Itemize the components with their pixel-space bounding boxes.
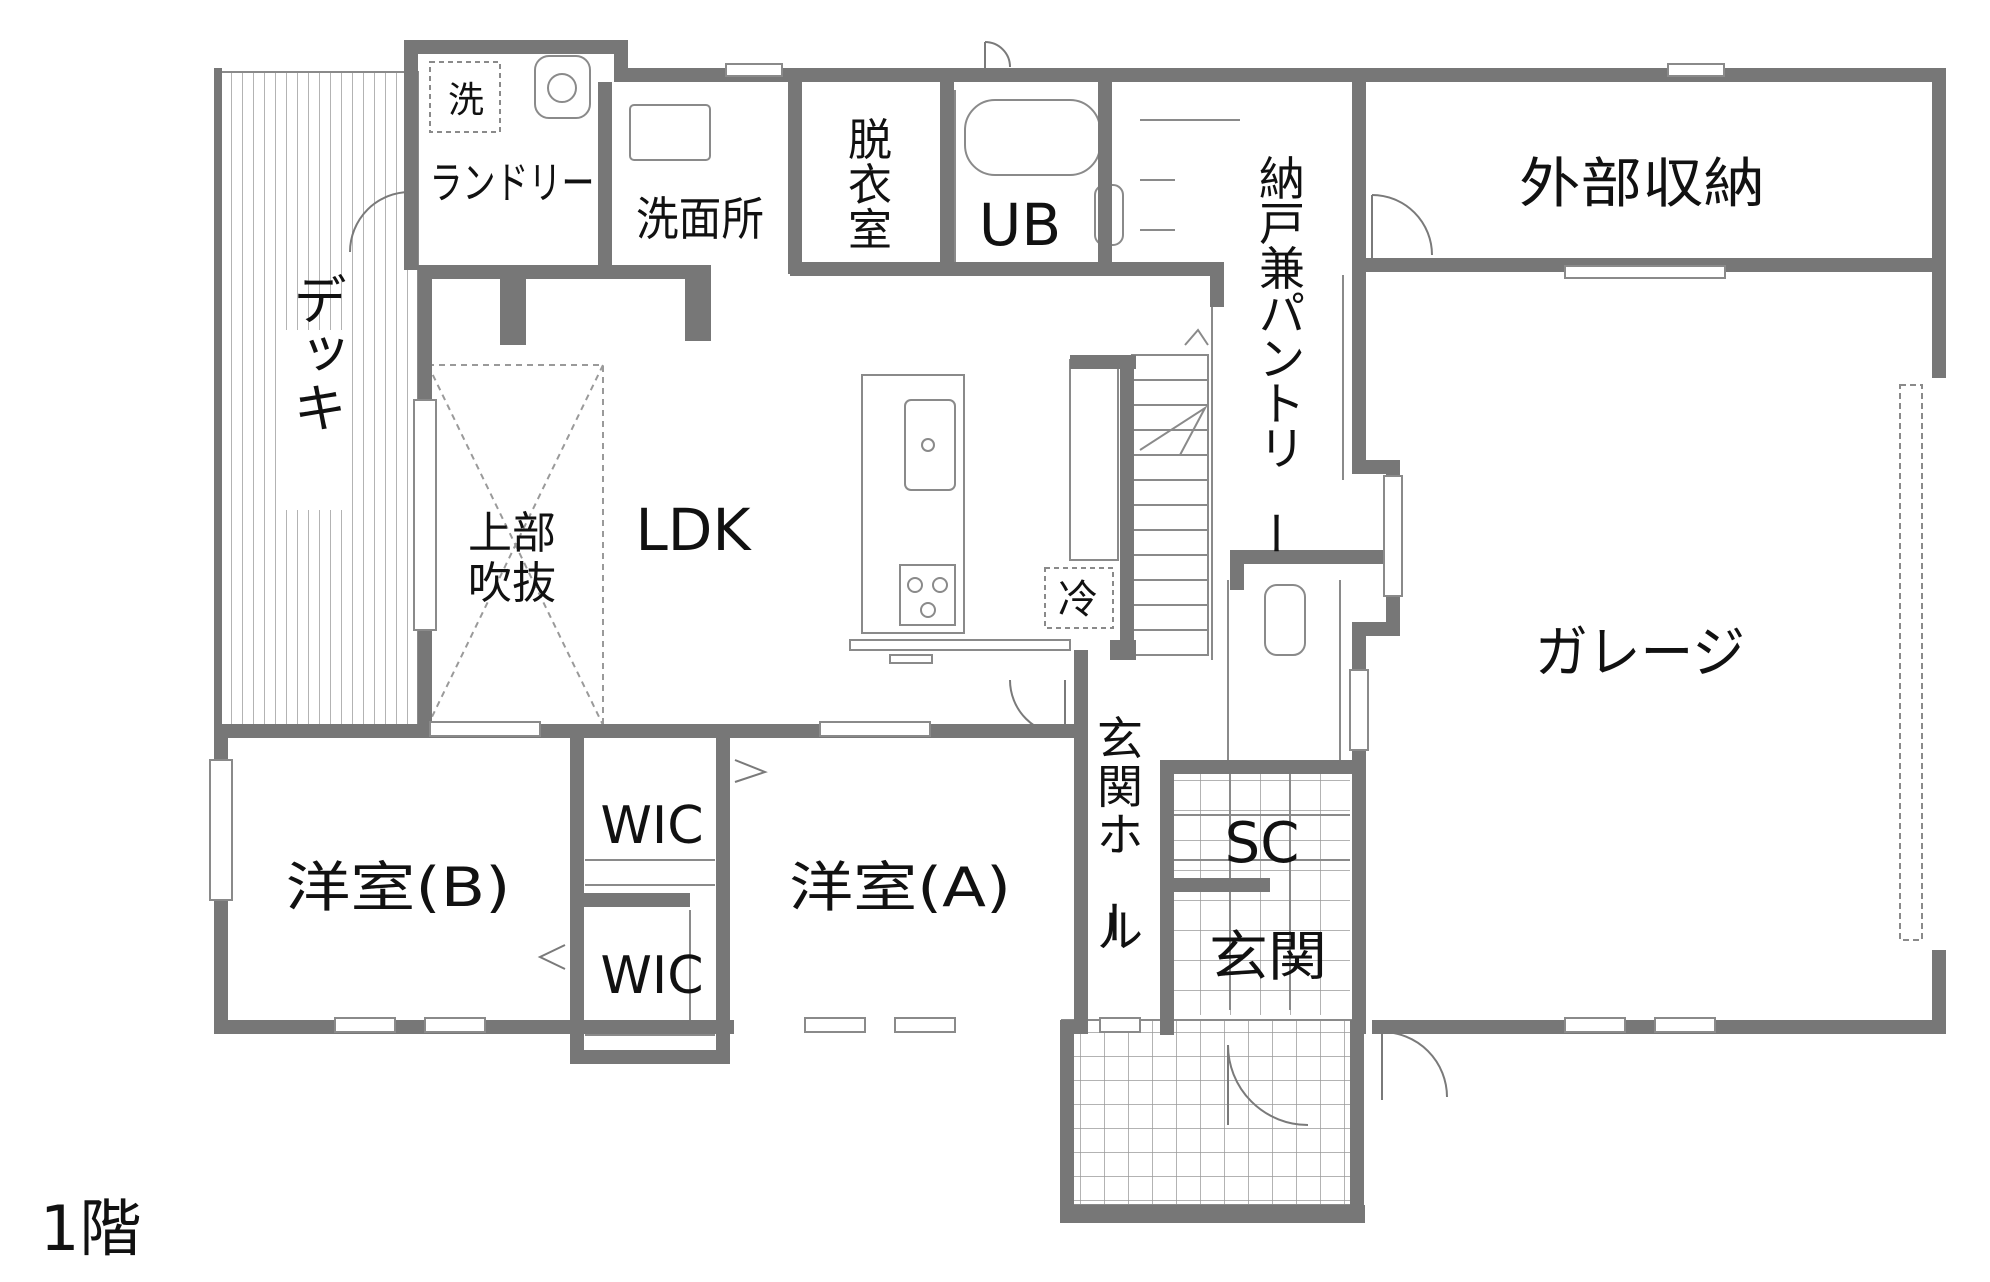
vertical-char: 衣 — [848, 160, 892, 211]
room-a-label: 洋室(A) — [789, 856, 1011, 919]
genkan-tiles — [1168, 770, 1350, 1015]
kitchen-island — [849, 374, 1071, 664]
void-label-line1: 上部 — [468, 508, 556, 559]
vertical-labels: 脱衣室 納戸兼パントリー 玄関ホール — [848, 115, 1305, 958]
vertical-char: パ — [1259, 287, 1305, 341]
vertical-char: 脱 — [848, 115, 892, 166]
ldk-label: LDK — [635, 496, 752, 564]
vertical-char: ン — [1259, 332, 1305, 386]
vertical-char: 玄 — [1097, 712, 1143, 766]
thin-lines — [585, 275, 1350, 1036]
vertical-char: 納 — [1259, 152, 1305, 206]
vertical-char: ホ — [1097, 808, 1143, 862]
vertical-char: 兼 — [1259, 242, 1305, 296]
vertical-char: 関 — [1097, 760, 1143, 814]
wic-lower-label: WIC — [600, 946, 703, 1006]
void-marker — [427, 364, 604, 726]
vertical-char: リ — [1259, 422, 1305, 476]
staircase — [1131, 328, 1209, 656]
room-b-label: 洋室(B) — [286, 856, 511, 919]
floor-label: 1階 — [40, 1192, 141, 1265]
deck-label: デッキ — [284, 272, 347, 434]
windows — [209, 63, 1726, 1033]
garage-label: ガレージ — [1535, 621, 1745, 686]
void-label-line2: 吹抜 — [468, 558, 556, 609]
dressing-label: 脱衣室 — [848, 115, 892, 256]
vertical-char: ー — [1086, 899, 1140, 945]
laundry-washer-mark: 洗 — [448, 80, 484, 121]
fridge-mark: 冷 — [1058, 577, 1098, 623]
vertical-char: 戸 — [1259, 197, 1305, 251]
entrance-hall-label: 玄関ホール — [1086, 712, 1143, 958]
pantry-label: 納戸兼パントリー — [1248, 152, 1305, 556]
laundry-label: ランドリー — [430, 158, 595, 209]
shoe-closet-label: SC — [1225, 811, 1300, 876]
entrance-label: 玄関 — [1209, 925, 1327, 988]
wic-upper-label: WIC — [600, 796, 703, 856]
washroom-label: 洗面所 — [636, 192, 764, 246]
room-labels: 洗 ランドリー 洗面所 UB 外部収納 デッキ 上部 吹抜 LDK 冷 ガレージ… — [40, 80, 1765, 1265]
vertical-char: 室 — [848, 205, 892, 256]
porch-tiles — [1061, 1019, 1353, 1206]
garage-shutter — [1899, 384, 1923, 941]
vertical-char: ー — [1248, 510, 1302, 556]
bath-label: UB — [979, 191, 1061, 259]
vertical-char: ル — [1097, 904, 1143, 958]
outdoor-storage-label: 外部収納 — [1519, 152, 1765, 215]
deck-area — [214, 68, 419, 732]
vertical-char: ト — [1259, 377, 1305, 431]
